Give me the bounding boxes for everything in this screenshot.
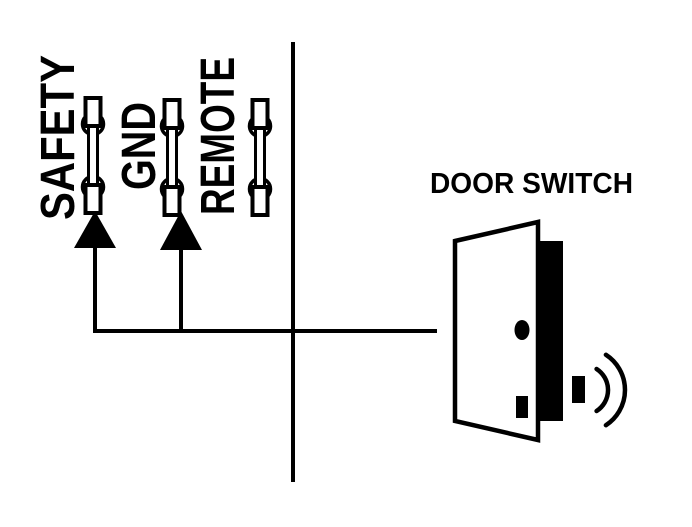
door-switch-label: DOOR SWITCH <box>430 168 633 200</box>
sound-waves-icon <box>594 352 628 428</box>
terminal-label-gnd: GND <box>113 102 166 190</box>
wire-horizontal <box>93 245 437 333</box>
door-frame <box>540 241 563 421</box>
arrow-to-gnd-icon <box>160 211 202 250</box>
door-leaf <box>452 219 541 443</box>
terminal-connector-safety <box>80 96 106 215</box>
terminal-label-remote: REMOTE <box>192 57 245 215</box>
terminal-label-safety: SAFETY <box>32 55 85 220</box>
door-knob <box>514 320 530 340</box>
terminal-connector-remote <box>247 98 273 217</box>
switch-body <box>572 376 585 403</box>
door-switch-illustration <box>452 219 628 443</box>
door-stop <box>516 396 528 418</box>
arrow-to-safety-icon <box>74 211 116 248</box>
